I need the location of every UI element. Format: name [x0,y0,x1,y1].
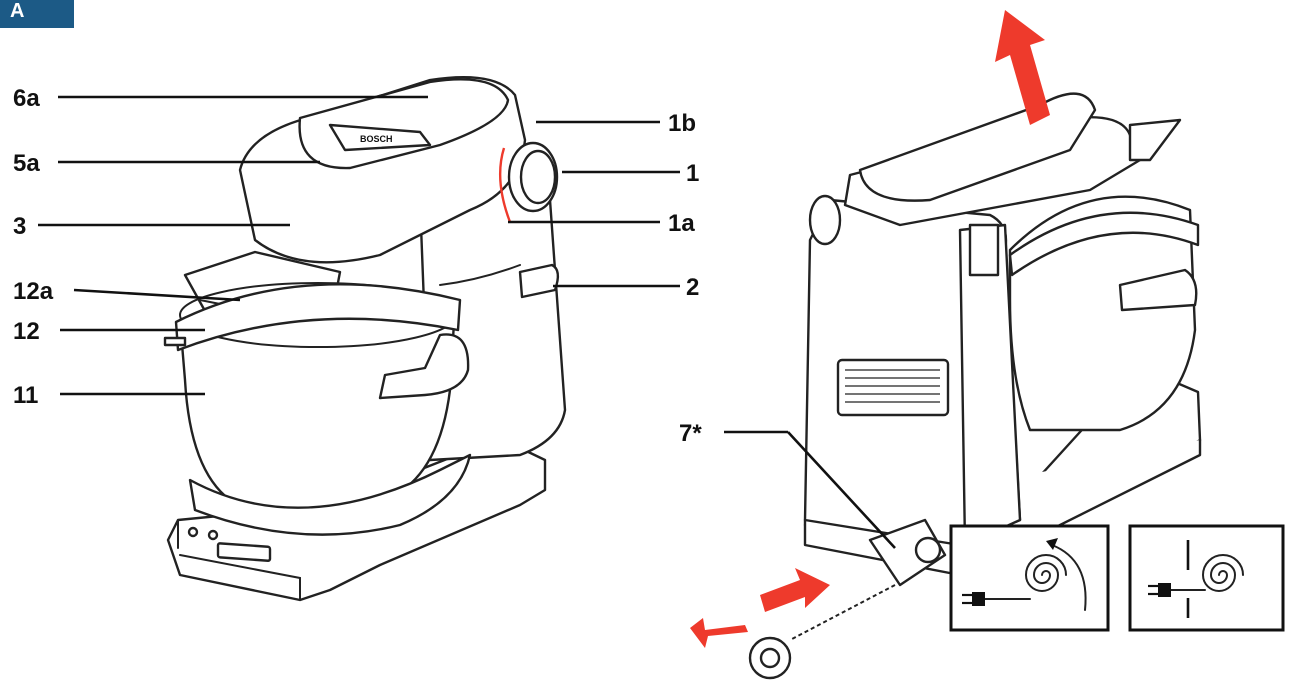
cord-wind-icon [951,526,1108,630]
label-5a: 5a [13,150,40,177]
logo-text: BOSCH [360,134,393,144]
label-1b: 1b [668,110,696,137]
label-12: 12 [13,318,40,345]
label-7: 7* [679,420,702,447]
label-1a: 1a [668,210,695,237]
label-12a: 12a [13,278,54,305]
plug-arrow-out [690,618,748,648]
cord-stored-icon [1130,526,1283,630]
mixer-front-view: BOSCH [165,77,565,600]
label-11: 11 [13,382,38,409]
label-6a: 6a [13,85,40,112]
rear-vent [838,360,948,415]
label-1: 1 [686,160,699,187]
plug-arrow-in [760,568,830,612]
label-2: 2 [686,274,699,301]
label-3: 3 [13,213,26,240]
lift-arrow [995,10,1050,125]
